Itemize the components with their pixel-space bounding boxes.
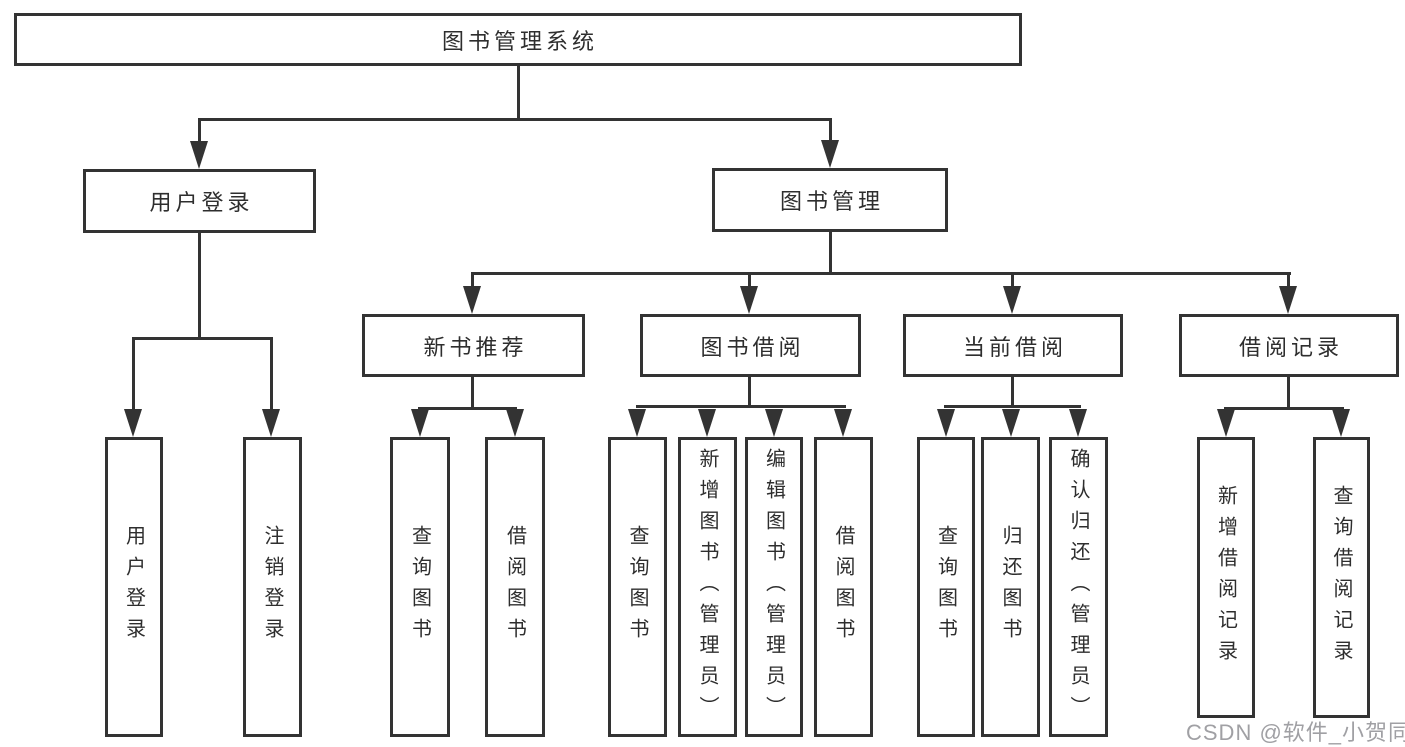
connector-line bbox=[198, 118, 832, 121]
connector-line bbox=[636, 405, 846, 408]
leaf-label: 查询借阅记录 bbox=[1330, 484, 1352, 671]
leaf-query-books-borrow: 查询图书 bbox=[608, 437, 667, 737]
connector-line bbox=[270, 337, 273, 413]
connector-arrowhead bbox=[1069, 409, 1087, 437]
connector-arrowhead bbox=[834, 409, 852, 437]
connector-arrowhead bbox=[628, 409, 646, 437]
connector-arrowhead bbox=[124, 409, 142, 437]
leaf-label: 查询图书 bbox=[934, 525, 957, 649]
leaf-return-books: 归还图书 bbox=[981, 437, 1040, 737]
connector-arrowhead bbox=[1002, 409, 1020, 437]
connector-arrowhead bbox=[262, 409, 280, 437]
connector-line bbox=[829, 232, 832, 272]
leaf-add-borrow-record: 新增借阅记录 bbox=[1197, 437, 1255, 718]
node-new-book-recommend: 新书推荐 bbox=[362, 314, 585, 377]
connector-line bbox=[1224, 407, 1344, 410]
leaf-query-books-current: 查询图书 bbox=[917, 437, 975, 737]
connector-arrowhead bbox=[1332, 409, 1350, 437]
connector-line bbox=[471, 272, 1291, 275]
connector-line bbox=[1011, 272, 1014, 290]
connector-line bbox=[471, 272, 474, 290]
connector-arrowhead bbox=[698, 409, 716, 437]
connector-line bbox=[471, 377, 474, 407]
connector-line bbox=[1011, 377, 1014, 405]
connector-line bbox=[132, 337, 273, 340]
leaf-edit-books-admin: 编辑图书（管理员） bbox=[745, 437, 803, 737]
connector-line bbox=[132, 337, 135, 413]
leaf-confirm-return-admin: 确认归还（管理员） bbox=[1049, 437, 1108, 737]
connector-arrowhead bbox=[937, 409, 955, 437]
leaf-label: 新增借阅记录 bbox=[1214, 484, 1237, 671]
connector-line bbox=[517, 66, 520, 118]
connector-line bbox=[198, 118, 201, 144]
leaf-label: 用户登录 bbox=[122, 525, 145, 649]
connector-line bbox=[944, 405, 1081, 408]
connector-line bbox=[1287, 377, 1290, 407]
leaf-user-login: 用户登录 bbox=[105, 437, 163, 737]
leaf-query-borrow-record: 查询借阅记录 bbox=[1313, 437, 1370, 718]
node-book-management: 图书管理 bbox=[712, 168, 948, 232]
connector-arrowhead bbox=[740, 286, 758, 314]
connector-arrowhead bbox=[765, 409, 783, 437]
leaf-label: 注销登录 bbox=[261, 525, 283, 649]
leaf-add-books-admin: 新增图书（管理员） bbox=[678, 437, 737, 737]
leaf-borrow-books: 借阅图书 bbox=[814, 437, 873, 737]
node-borrow-records: 借阅记录 bbox=[1179, 314, 1399, 377]
connector-arrowhead bbox=[463, 286, 481, 314]
leaf-label: 归还图书 bbox=[999, 525, 1021, 649]
connector-line bbox=[748, 377, 751, 405]
leaf-label: 编辑图书（管理员） bbox=[762, 447, 785, 727]
node-root-system: 图书管理系统 bbox=[14, 13, 1022, 66]
leaf-label: 新增图书（管理员） bbox=[696, 447, 718, 727]
leaf-borrow-books-recommend: 借阅图书 bbox=[485, 437, 545, 737]
leaf-label: 查询图书 bbox=[408, 525, 431, 649]
connector-arrowhead bbox=[1279, 286, 1297, 314]
node-current-borrow: 当前借阅 bbox=[903, 314, 1123, 377]
connector-arrowhead bbox=[411, 409, 429, 437]
leaf-label: 确认归还（管理员） bbox=[1067, 447, 1089, 727]
leaf-label: 借阅图书 bbox=[832, 525, 854, 649]
connector-line bbox=[1287, 272, 1290, 290]
connector-arrowhead bbox=[190, 141, 208, 169]
connector-line bbox=[418, 407, 517, 410]
connector-line bbox=[829, 118, 832, 144]
leaf-query-books-recommend: 查询图书 bbox=[390, 437, 450, 737]
connector-arrowhead bbox=[821, 140, 839, 168]
node-book-borrow: 图书借阅 bbox=[640, 314, 861, 377]
connector-arrowhead bbox=[1217, 409, 1235, 437]
leaf-label: 借阅图书 bbox=[503, 525, 526, 649]
node-user-login: 用户登录 bbox=[83, 169, 316, 233]
leaf-logout: 注销登录 bbox=[243, 437, 302, 737]
csdn-watermark: CSDN @软件_小贺同学 bbox=[1186, 720, 1405, 745]
connector-line bbox=[198, 233, 201, 337]
leaf-label: 查询图书 bbox=[626, 525, 648, 649]
connector-arrowhead bbox=[506, 409, 524, 437]
connector-line bbox=[748, 272, 751, 290]
connector-arrowhead bbox=[1003, 286, 1021, 314]
